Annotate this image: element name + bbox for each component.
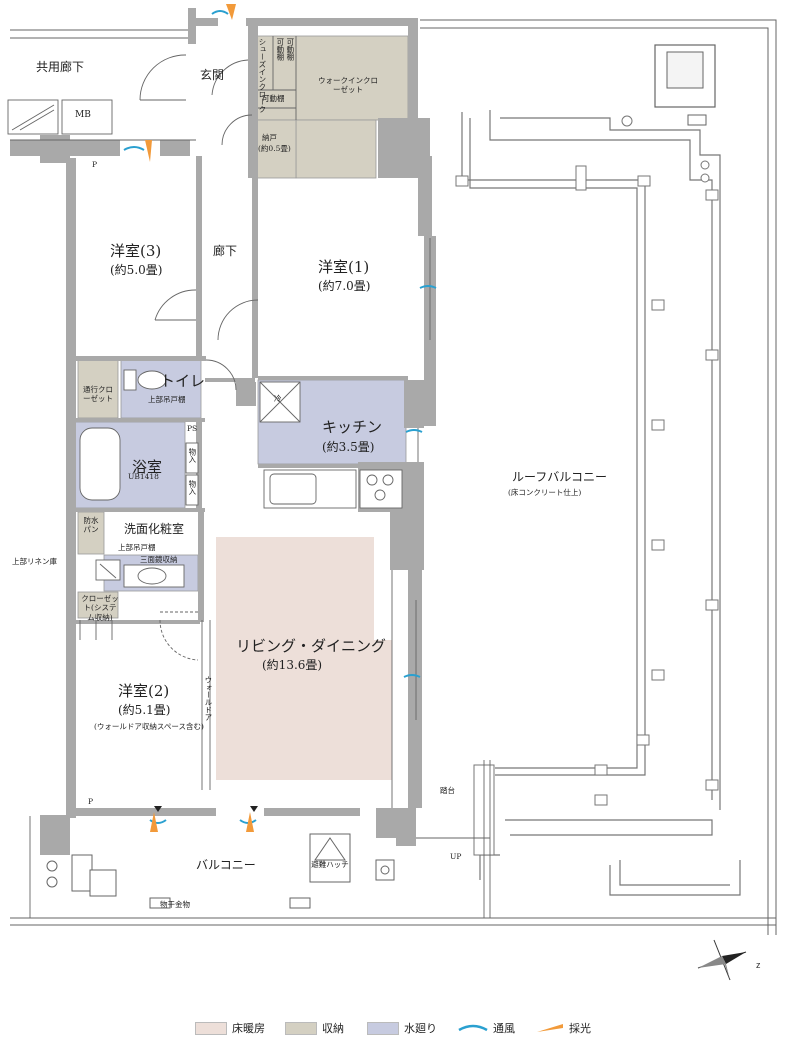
- balcony-label: バルコニー: [196, 858, 256, 872]
- three-mirror-label: 三面鏡収納: [140, 555, 178, 564]
- storage-room-size: (約0.5畳): [258, 144, 291, 153]
- storage-in-label-b: 物入: [187, 480, 197, 495]
- balcony-fixtures: [40, 815, 395, 909]
- storage-areas: [77, 35, 409, 619]
- ps-label: PS: [187, 424, 198, 433]
- legend-label: 床暖房: [232, 1022, 265, 1035]
- roof-balcony-name: ルーフバルコニー: [512, 470, 608, 484]
- kitchen-name: キッチン: [322, 418, 383, 436]
- movable-shelf-label-a: 可動棚: [275, 38, 285, 61]
- wall-door-label: ウォールドア: [203, 676, 213, 721]
- western-room-1-size: (約7.0畳): [318, 279, 371, 293]
- walkin-closet-label: ウォークインクローゼット: [318, 76, 378, 95]
- bath-unit-label: UB1418: [128, 472, 159, 481]
- up-label: UP: [450, 852, 462, 861]
- western-room-2-note: (ウォールドア収納スペース含む): [94, 722, 204, 731]
- western-room-3-size: (約5.0畳): [110, 263, 163, 277]
- pipe-label-b: P: [88, 797, 94, 806]
- interior-lines: [7, 36, 491, 918]
- kitchen-size: (約3.5畳): [322, 440, 375, 454]
- legend-item-light: 採光: [535, 1020, 591, 1036]
- western-room-3-name: 洋室(3): [110, 242, 162, 260]
- legend-label: 採光: [569, 1022, 591, 1035]
- storage-room-name: 納戸: [262, 133, 277, 142]
- svg-text:z: z: [756, 960, 761, 970]
- legend-item-storage: 収納: [285, 1020, 344, 1036]
- washroom-label: 洗面化粧室: [124, 522, 185, 536]
- step-label: 踏台: [440, 786, 455, 795]
- roof-balcony-frame: [461, 110, 741, 896]
- escape-hatch-label: 避難ハッチ: [311, 860, 349, 869]
- hallway-label: 廊下: [213, 244, 238, 258]
- system-closet-label: クローゼット(システム収納): [81, 594, 119, 622]
- light-icon: [537, 1024, 563, 1032]
- pipe-label-a: P: [92, 160, 98, 169]
- legend: 床暖房 収納 水廻り 通風 採光: [195, 1016, 595, 1038]
- legend-label: 通風: [493, 1022, 515, 1035]
- movable-shelf-label-c: 可動棚: [262, 94, 285, 103]
- legend-item-floor-heating: 床暖房: [195, 1020, 265, 1036]
- storage-in-label-a: 物入: [187, 448, 197, 463]
- western-room-2-size: (約5.1畳): [118, 703, 171, 717]
- waterproof-pan-label: 防水パン: [83, 516, 99, 535]
- floor-heating-area: [216, 537, 392, 780]
- western-room-1-name: 洋室(1): [318, 258, 370, 276]
- bath-name: 浴室: [132, 458, 163, 476]
- wash-upper-cabinet-label: 上部吊戸棚: [118, 543, 156, 552]
- legend-label: 水廻り: [404, 1022, 437, 1035]
- outdoor-unit: [654, 44, 716, 126]
- laundry-hardware-label: 物干金物: [160, 900, 190, 909]
- legend-item-wind: 通風: [457, 1020, 515, 1036]
- north-arrow-icon: z: [697, 939, 761, 981]
- movable-shelf-label-b: 可動棚: [285, 38, 295, 61]
- entrance-label: 玄関: [200, 68, 225, 82]
- legend-item-water: 水廻り: [367, 1020, 437, 1036]
- walkthrough-closet-label: 通行クローゼット: [83, 385, 113, 404]
- toilet-label: トイレ: [160, 372, 206, 390]
- legend-swatch: [285, 1021, 317, 1035]
- upper-linen-label: 上部リネン庫: [12, 557, 57, 566]
- western-room-2-name: 洋室(2): [118, 682, 170, 700]
- legend-swatch: [195, 1021, 227, 1035]
- shoes-closet-label: シューズインクローク: [257, 38, 267, 113]
- light-icon: [145, 4, 254, 832]
- wind-icon: [458, 1024, 488, 1032]
- living-dining-name: リビング・ダイニング: [236, 637, 387, 655]
- living-dining-size: (約13.6畳): [262, 658, 323, 672]
- site-outline: [10, 19, 777, 935]
- arrow-icon: [154, 806, 258, 812]
- roof-balcony-note: (床コンクリート仕上): [508, 488, 582, 497]
- fridge-label: 冷: [274, 394, 282, 403]
- legend-swatch: [367, 1021, 399, 1035]
- mb-label: MB: [75, 110, 91, 120]
- legend-label: 収納: [322, 1022, 344, 1035]
- wind-light-markers: [123, 4, 437, 832]
- railing-posts: [455, 115, 719, 806]
- common-corridor-label: 共用廊下: [36, 60, 85, 74]
- toilet-upper-cabinet-label: 上部吊戸棚: [148, 395, 186, 404]
